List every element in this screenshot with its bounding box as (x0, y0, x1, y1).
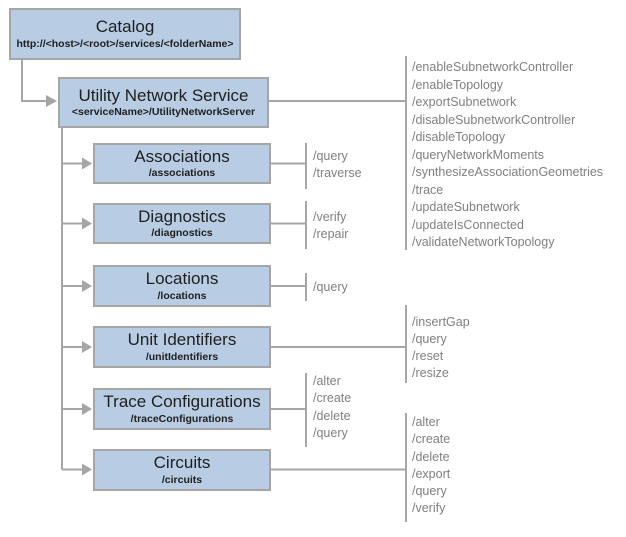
op-item: /disableSubnetworkController (412, 112, 576, 127)
ops-list-utility-network-service: /enableSubnetworkController /enableTopol… (412, 59, 603, 252)
node-catalog-title: Catalog (95, 17, 155, 37)
node-associations-title: Associations (134, 146, 230, 166)
ops-list-locations: /query (313, 279, 348, 296)
op-item: /alter (313, 374, 341, 388)
op-item: /create (412, 432, 451, 447)
op-item: /trace (412, 182, 444, 197)
node-locations: Locations /locations (93, 265, 271, 307)
node-circuits-title: Circuits (153, 453, 211, 473)
node-trace-configurations-path: /traceConfigurations (130, 412, 234, 425)
ops-list-circuits: /alter /create /delete /export /query /v… (412, 414, 450, 518)
arrowhead-locations (82, 280, 92, 292)
arrowhead-circuits (82, 463, 92, 476)
op-item: /query (313, 425, 348, 440)
node-circuits-path: /circuits (161, 473, 203, 486)
op-item: /query (313, 149, 348, 163)
op-item: /enableSubnetworkController (412, 60, 574, 74)
node-catalog: Catalog http://<host>/<root>/services/<f… (9, 8, 241, 60)
op-item: /resize (412, 366, 449, 380)
arrowhead-trace-configurations (82, 403, 92, 415)
op-item: /synthesizeAssociationGeometries (412, 165, 604, 179)
op-item: /reset (412, 349, 444, 363)
op-item: /enableTopology (412, 77, 504, 92)
op-item: /query (313, 280, 348, 294)
node-diagnostics: Diagnostics /diagnostics (93, 203, 271, 244)
arrowhead-associations (82, 157, 92, 170)
node-utility-network-service: Utility Network Service <serviceName>/Ut… (58, 77, 269, 128)
op-item: /traverse (313, 166, 362, 181)
node-catalog-url: http://<host>/<root>/services/<folderNam… (16, 37, 234, 50)
node-unit-identifiers: Unit Identifiers /unitIdentifiers (93, 326, 271, 368)
op-item: /validateNetworkTopology (412, 235, 555, 249)
op-item: /create (313, 391, 352, 406)
op-item: /repair (313, 227, 349, 242)
op-item: /verify (313, 210, 347, 224)
node-unit-identifiers-path: /unitIdentifiers (145, 350, 219, 363)
node-associations: Associations /associations (93, 143, 271, 184)
node-utility-network-service-path: <serviceName>/UtilityNetworkServer (71, 106, 256, 119)
node-associations-path: /associations (148, 167, 216, 180)
ops-list-diagnostics: /verify /repair (313, 209, 348, 244)
connector-catalog-to-service (21, 60, 47, 102)
arrowhead-diagnostics (82, 217, 92, 230)
op-item: /queryNetworkMoments (412, 147, 544, 162)
ops-list-associations: /query /traverse (313, 148, 362, 183)
op-item: /disableTopology (412, 130, 506, 144)
ops-list-unit-identifiers: /insertGap /query /reset /resize (412, 314, 470, 382)
arrowhead-unit-identifiers (82, 341, 92, 353)
op-item: /query (412, 332, 447, 346)
op-item: /exportSubnetwork (412, 95, 517, 109)
node-diagnostics-path: /diagnostics (151, 227, 213, 240)
op-item: /delete (412, 449, 450, 464)
op-item: /delete (313, 408, 351, 423)
op-item: /updateSubnetwork (412, 200, 520, 214)
node-unit-identifiers-title: Unit Identifiers (127, 330, 237, 350)
node-trace-configurations: Trace Configurations /traceConfiguration… (93, 388, 271, 430)
op-item: /verify (412, 501, 446, 516)
node-utility-network-service-title: Utility Network Service (78, 85, 249, 105)
op-item: /alter (412, 415, 440, 429)
node-trace-configurations-title: Trace Configurations (103, 392, 261, 412)
arrowhead-service (46, 95, 57, 107)
op-item: /export (412, 466, 451, 481)
node-circuits: Circuits /circuits (93, 449, 271, 491)
op-item: /insertGap (412, 315, 470, 329)
node-locations-path: /locations (157, 289, 207, 302)
node-locations-title: Locations (145, 269, 219, 289)
op-item: /query (412, 484, 447, 499)
op-item: /updateIsConnected (412, 217, 524, 232)
ops-list-trace-configurations: /alter /create /delete /query (313, 373, 351, 442)
node-diagnostics-title: Diagnostics (138, 206, 226, 226)
